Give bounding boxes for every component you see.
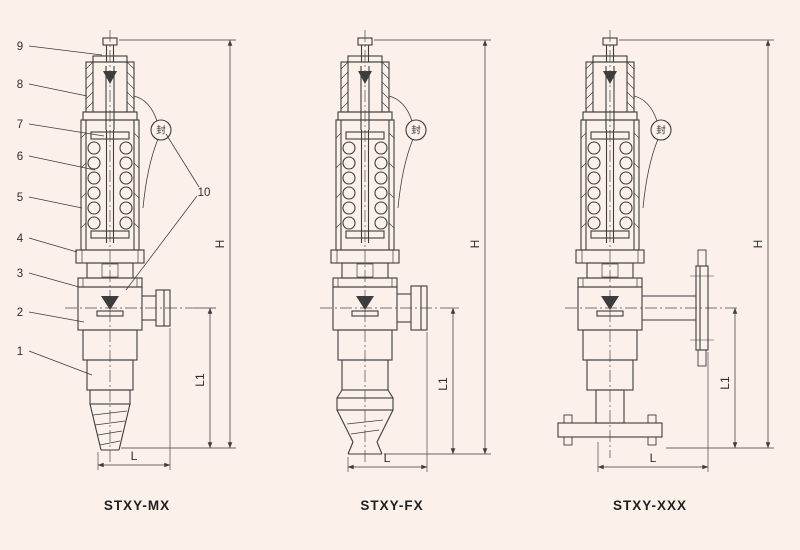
dimension-l-fx: L xyxy=(347,332,428,472)
caption-stxy-xxx: STXY-XXX xyxy=(613,498,687,513)
valve-body-drawing-xxx xyxy=(575,37,672,391)
inlet-flanged-xxx xyxy=(557,389,663,446)
valve-figure-stxy-xxx: 封 H L1 L xyxy=(557,30,774,472)
seal-tag-label-mx: 封 xyxy=(156,125,166,137)
callout-5: 5 xyxy=(17,192,23,204)
dimension-l-mx: L xyxy=(97,328,171,470)
dimension-h-mx: H xyxy=(119,39,236,449)
seal-tag-label-xxx: 封 xyxy=(656,125,666,137)
callout-3: 3 xyxy=(17,268,23,280)
callout-2: 2 xyxy=(17,307,23,319)
callout-1: 1 xyxy=(17,346,23,358)
callout-4: 4 xyxy=(17,233,24,245)
callout-6: 6 xyxy=(17,151,23,163)
part-callouts-left: 9 8 7 6 5 4 3 2 1 xyxy=(17,41,105,376)
valve-body-drawing-mx xyxy=(75,37,172,391)
dim-l-label-xxx: L xyxy=(650,451,657,465)
dimension-h-xxx: H xyxy=(619,39,774,449)
valve-figure-stxy-mx: 封 H L1 L xyxy=(65,30,236,470)
callout-10: 10 xyxy=(198,187,211,199)
dim-h-label-mx: H xyxy=(213,240,227,249)
dim-l1-label-mx: L1 xyxy=(193,373,207,387)
dimension-l-xxx: L xyxy=(597,352,709,472)
outlet-threaded-mx xyxy=(142,289,171,327)
seal-tag-label-fx: 封 xyxy=(411,125,421,137)
caption-stxy-mx: STXY-MX xyxy=(104,498,170,513)
dim-l1-label-xxx: L1 xyxy=(718,376,732,390)
callout-7: 7 xyxy=(17,119,23,131)
centerlines-fx xyxy=(320,30,451,464)
dimension-h-fx: H xyxy=(374,39,491,455)
caption-stxy-fx: STXY-FX xyxy=(360,498,423,513)
dimension-l1-xxx: L1 xyxy=(718,307,738,449)
valve-body-drawing-fx xyxy=(330,37,427,391)
dimension-l1-fx: L1 xyxy=(436,307,459,455)
outlet-boss-fx xyxy=(397,285,428,331)
dim-h-label-fx: H xyxy=(468,240,482,249)
dimension-l1-mx: L1 xyxy=(193,307,216,449)
inlet-socket-fx xyxy=(336,389,394,455)
valve-figure-stxy-fx: 封 H L1 L xyxy=(320,30,491,472)
dim-l-label-fx: L xyxy=(384,451,391,465)
outlet-flanged-xxx xyxy=(642,249,714,367)
callout-9: 9 xyxy=(17,41,23,53)
inlet-threaded-mx xyxy=(89,389,131,451)
centerlines-xxx xyxy=(565,30,740,458)
part-callout-10: 10 xyxy=(125,133,211,291)
dim-l1-label-fx: L1 xyxy=(436,377,450,391)
dim-l-label-mx: L xyxy=(131,449,138,463)
dim-h-label-xxx: H xyxy=(751,240,765,249)
callout-8: 8 xyxy=(17,79,23,91)
